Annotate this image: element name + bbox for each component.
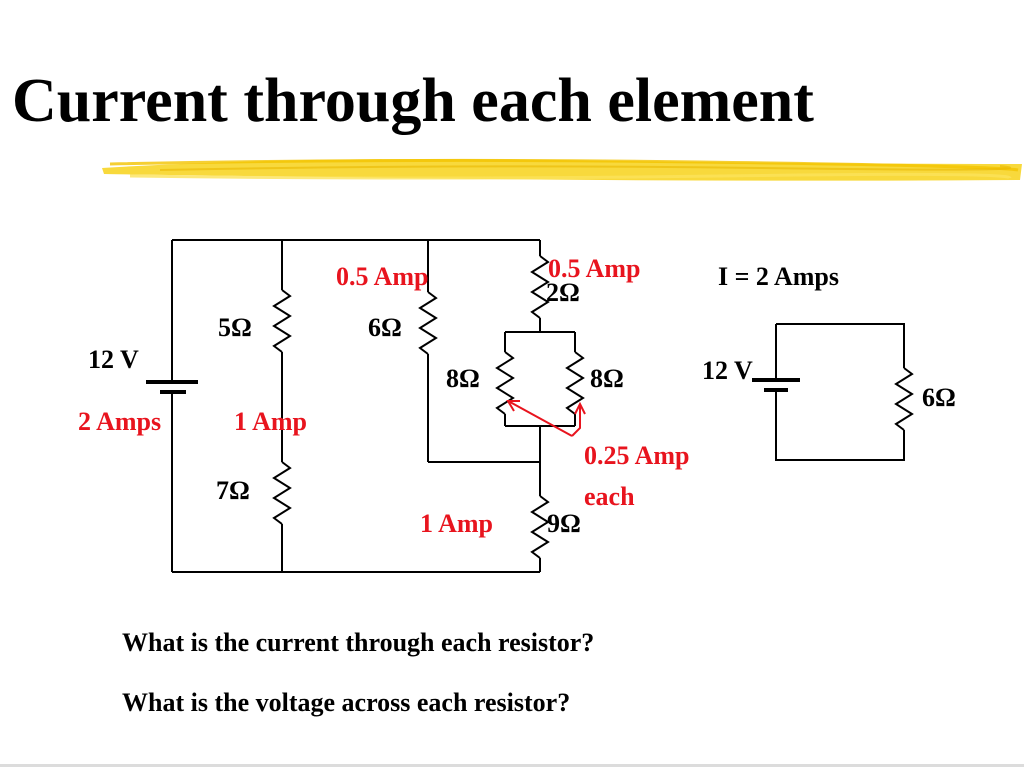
arrow-to-right-8ohm <box>571 406 581 437</box>
eq-wire-bottom <box>775 390 905 461</box>
footer-divider <box>0 764 1024 767</box>
label-current-parallel-line1: 0.25 Amp <box>584 441 690 470</box>
label-resistor-2: 2Ω <box>546 278 580 307</box>
question-current: What is the current through each resisto… <box>122 628 595 657</box>
label-source-voltage: 12 V <box>88 345 139 374</box>
label-equivalent-current: I = 2 Amps <box>718 262 840 291</box>
question-voltage: What is the voltage across each resistor… <box>122 688 571 717</box>
label-current-9ohm: 1 Amp <box>420 509 493 538</box>
resistor-8ohm-right <box>565 351 585 415</box>
label-current-2ohm: 0.5 Amp <box>548 254 641 283</box>
eq-wire-top <box>776 323 905 368</box>
arrow-to-left-8ohm <box>509 401 573 437</box>
eq-resistor-6ohm <box>894 367 914 431</box>
resistor-6ohm <box>418 291 438 355</box>
label-resistor-8-left: 8Ω <box>446 364 480 393</box>
label-resistor-8-right: 8Ω <box>590 364 624 393</box>
resistor-8ohm-left <box>495 351 515 415</box>
label-current-left-branch: 1 Amp <box>234 407 307 436</box>
title-highlight-stroke <box>102 158 1022 181</box>
resistor-5ohm <box>272 289 292 353</box>
label-equivalent-source: 12 V <box>702 356 753 385</box>
parallel-current-arrows <box>506 400 586 437</box>
label-resistor-9: 9Ω <box>547 509 581 538</box>
slide-title: Current through each element <box>12 67 814 135</box>
label-resistor-5: 5Ω <box>218 313 252 342</box>
resistor-7ohm <box>272 461 292 525</box>
resistor-9ohm <box>530 495 550 559</box>
label-resistor-7: 7Ω <box>216 476 250 505</box>
label-current-6ohm: 0.5 Amp <box>336 262 429 291</box>
resistor-2ohm <box>530 255 550 319</box>
label-current-parallel-line2: each <box>584 482 635 511</box>
label-equivalent-resistor: 6Ω <box>922 383 956 412</box>
label-resistor-6: 6Ω <box>368 313 402 342</box>
label-current-total: 2 Amps <box>78 407 162 436</box>
